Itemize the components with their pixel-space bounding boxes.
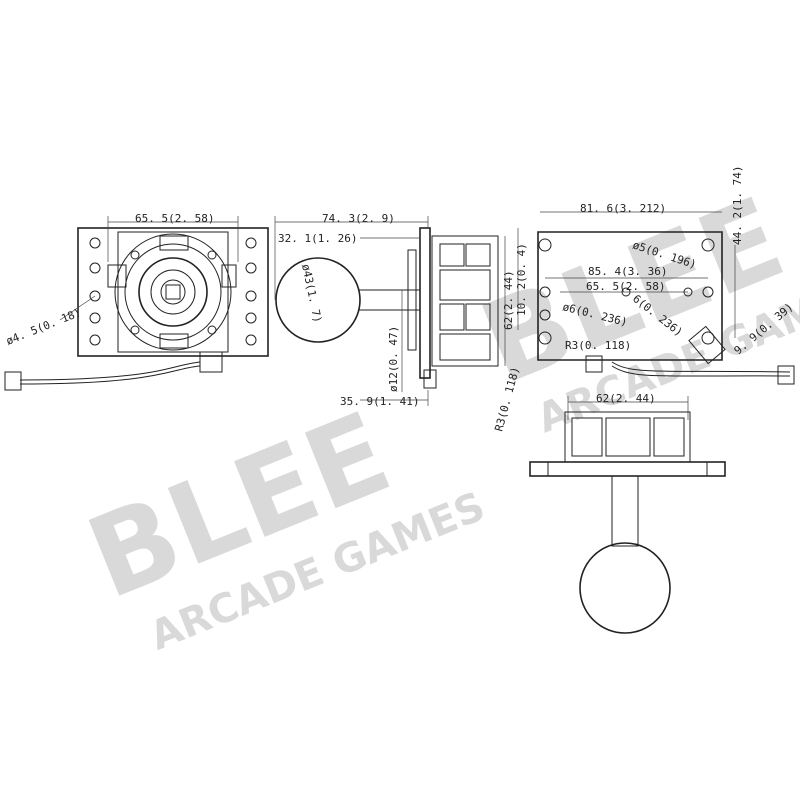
side-ball-top <box>275 257 361 343</box>
top-mount-holes <box>89 237 257 346</box>
dim-plate-inner-spacing: 65. 5(2. 58) <box>586 280 665 293</box>
top-connector <box>4 371 22 391</box>
front-shaft <box>611 475 639 547</box>
dim-side-shaft-length: 35. 9(1. 41) <box>340 395 419 408</box>
side-body <box>431 235 499 367</box>
top-dim-hole: ø4. 5(0. 18) <box>4 295 96 348</box>
top-mount-plate <box>77 227 269 357</box>
dim-side-shaft-dia: ø12(0. 47) <box>387 326 400 392</box>
dim-front-body-width: 62(2. 44) <box>596 392 656 405</box>
plate-connector <box>777 365 795 385</box>
dim-plate-outer-spacing: 85. 4(3. 36) <box>588 265 667 278</box>
top-cable <box>4 351 223 391</box>
dim-top-hole-dia: ø4. 5(0. 18) <box>4 306 83 348</box>
dim-side-plate-thickness: 10. 2(0. 4) <box>515 243 528 316</box>
front-ball-top <box>579 542 671 634</box>
side-view: 74. 3(2. 9) 32. 1(1. 26) ø43(1. 7) ø12(0… <box>274 212 528 433</box>
plate-outline <box>537 231 723 361</box>
top-mechanism <box>107 231 237 353</box>
dim-plate-corner-radius: R3(0. 118) <box>565 339 631 352</box>
dim-plate-width: 81. 6(3. 212) <box>580 202 666 215</box>
dim-side-total-length: 74. 3(2. 9) <box>322 212 395 225</box>
dim-side-ball-to-plate: 32. 1(1. 26) <box>278 232 357 245</box>
dim-side-ball-dia: ø43(1. 7) <box>299 263 324 324</box>
top-view: 65. 5(2. 58) ø4. 5(0. 18) <box>4 212 269 391</box>
watermark: BLEE ARCADE GAMES <box>71 388 491 660</box>
front-plate <box>529 461 726 477</box>
plate-slot <box>688 325 726 365</box>
dim-top-mount-width: 65. 5(2. 58) <box>135 212 214 225</box>
side-plate <box>419 227 431 379</box>
dim-plate-height: 44. 2(1. 74) <box>731 166 744 245</box>
dim-side-body-height: 62(2. 44) <box>502 270 515 330</box>
top-dim-width: 65. 5(2. 58) <box>107 212 239 262</box>
front-view: 62(2. 44) <box>529 392 726 634</box>
